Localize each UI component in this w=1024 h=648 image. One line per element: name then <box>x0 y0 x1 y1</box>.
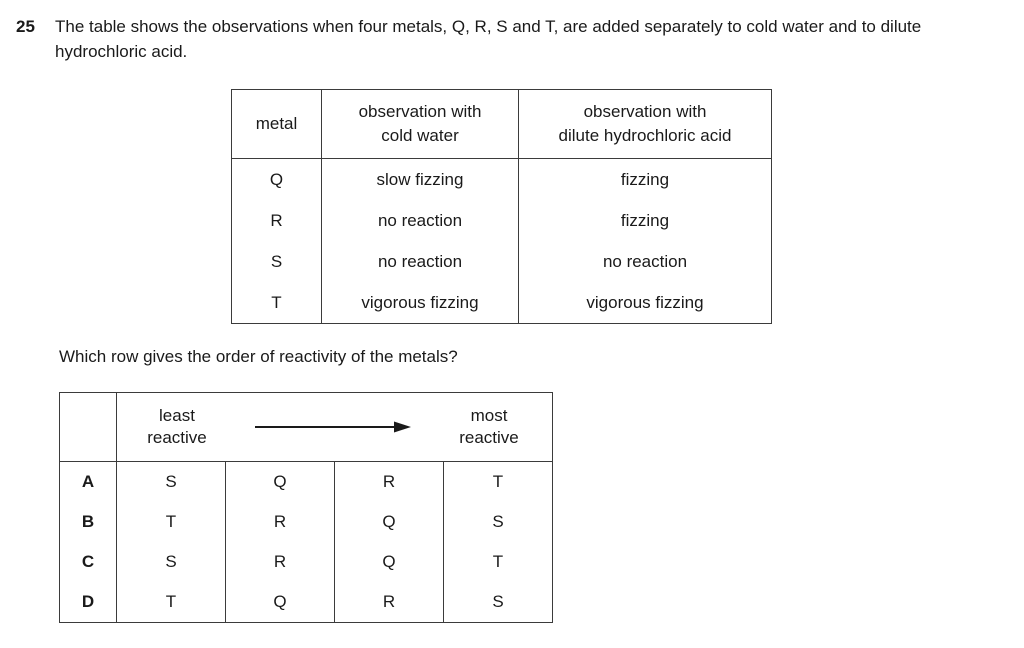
option-a-position-1: S <box>116 461 226 502</box>
answer-option-row-a[interactable]: A S Q R T <box>59 461 553 502</box>
option-a-position-4: T <box>443 461 553 502</box>
observation-table: metal observation with cold water observ… <box>231 89 772 324</box>
cell-cold-water: slow fizzing <box>321 158 519 200</box>
reactivity-scale-header: least reactive most reactive <box>116 392 553 462</box>
scale-label-least-reactive: least reactive <box>147 406 207 447</box>
option-d-position-4: S <box>443 582 553 623</box>
cell-acid: vigorous fizzing <box>518 282 772 324</box>
answer-option-row-b[interactable]: B T R Q S <box>59 502 553 542</box>
header-cold-water-line2: cold water <box>381 126 459 145</box>
header-cell-cold-water: observation with cold water <box>321 89 519 159</box>
option-c-position-2: R <box>225 542 335 582</box>
answer-table-header-row: least reactive most reactive <box>59 392 553 462</box>
cell-acid: fizzing <box>518 158 772 200</box>
observation-table-container: metal observation with cold water observ… <box>231 89 772 324</box>
option-label-d: D <box>59 582 117 623</box>
answer-options-table: least reactive most reactive A S Q R T <box>59 392 553 623</box>
table-row: Q slow fizzing fizzing <box>231 158 772 200</box>
cell-acid: fizzing <box>518 200 772 241</box>
cell-metal: Q <box>231 158 322 200</box>
answer-option-row-d[interactable]: D T Q R S <box>59 582 553 623</box>
option-c-position-4: T <box>443 542 553 582</box>
cell-cold-water: no reaction <box>321 241 519 282</box>
cell-acid: no reaction <box>518 241 772 282</box>
cell-metal: T <box>231 282 322 324</box>
option-c-position-1: S <box>116 542 226 582</box>
right-arrow-icon <box>255 421 411 433</box>
table-row: T vigorous fizzing vigorous fizzing <box>231 282 772 324</box>
header-cell-acid: observation with dilute hydrochloric aci… <box>518 89 772 159</box>
option-b-position-3: Q <box>334 502 444 542</box>
cell-cold-water: no reaction <box>321 200 519 241</box>
scale-label-most-reactive: most reactive <box>459 406 519 447</box>
question-number: 25 <box>16 17 35 36</box>
answer-option-row-c[interactable]: C S R Q T <box>59 542 553 582</box>
header-acid-line2: dilute hydrochloric acid <box>558 126 732 145</box>
header-cell-blank <box>59 392 117 462</box>
option-label-a: A <box>59 461 117 502</box>
option-c-position-3: Q <box>334 542 444 582</box>
option-b-position-1: T <box>116 502 226 542</box>
cell-cold-water: vigorous fizzing <box>321 282 519 324</box>
question-prompt: Which row gives the order of reactivity … <box>59 347 458 366</box>
option-d-position-2: Q <box>225 582 335 623</box>
option-label-b: B <box>59 502 117 542</box>
header-cell-metal: metal <box>231 89 322 159</box>
option-b-position-4: S <box>443 502 553 542</box>
option-a-position-2: Q <box>225 461 335 502</box>
header-acid-line1: observation with <box>583 102 707 121</box>
cell-metal: R <box>231 200 322 241</box>
option-d-position-1: T <box>116 582 226 623</box>
question-stem: The table shows the observations when fo… <box>55 17 922 61</box>
option-a-position-3: R <box>334 461 444 502</box>
header-cold-water-line1: observation with <box>358 102 482 121</box>
cell-metal: S <box>231 241 322 282</box>
answer-options-table-container: least reactive most reactive A S Q R T <box>59 392 553 623</box>
observation-table-header-row: metal observation with cold water observ… <box>231 89 772 159</box>
option-b-position-2: R <box>225 502 335 542</box>
question-block: 25 The table shows the observations when… <box>16 14 1006 64</box>
table-row: R no reaction fizzing <box>231 200 772 241</box>
option-label-c: C <box>59 542 117 582</box>
option-d-position-3: R <box>334 582 444 623</box>
table-row: S no reaction no reaction <box>231 241 772 282</box>
